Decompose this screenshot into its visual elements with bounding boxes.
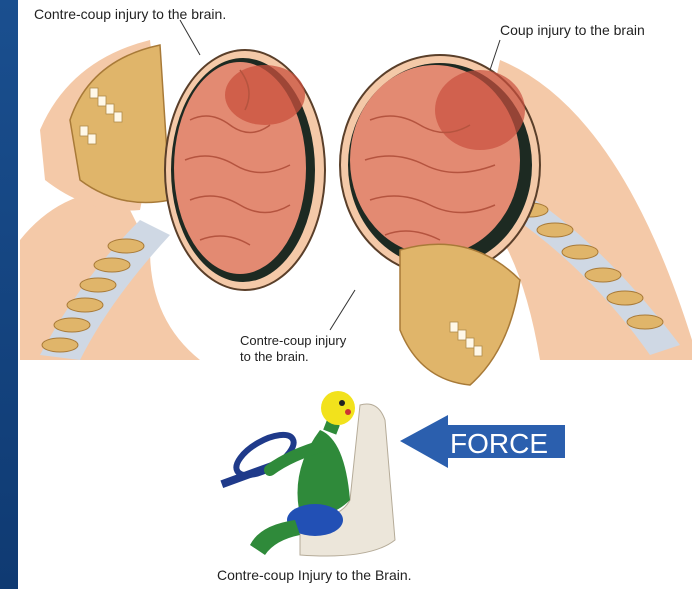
right-head-figure (330, 40, 692, 385)
middle-leader-line (330, 290, 355, 330)
right-leader-line (490, 40, 500, 70)
dummy-eye (339, 400, 345, 406)
label-contre-coup-top: Contre-coup injury to the brain. (34, 6, 226, 23)
dummy-head (321, 391, 355, 425)
force-arrow: FORCE (400, 415, 565, 468)
right-brain-bruise (435, 70, 525, 150)
crash-dummy-figure (220, 391, 395, 556)
left-leader-line (180, 20, 200, 55)
dummy-leg (250, 520, 300, 555)
label-coup-injury: Coup injury to the brain (500, 22, 645, 39)
left-head-figure (20, 20, 325, 360)
force-label: FORCE (450, 428, 548, 459)
caption-contre-coup: Contre-coup Injury to the Brain. (217, 567, 412, 584)
left-skull-face (70, 45, 170, 203)
dummy-neck (325, 425, 338, 430)
dummy-impact-mark (345, 409, 351, 415)
right-skull-face (400, 244, 520, 385)
label-contre-coup-middle: Contre-coup injury to the brain. (240, 333, 346, 364)
left-brain-bruise (225, 65, 305, 125)
